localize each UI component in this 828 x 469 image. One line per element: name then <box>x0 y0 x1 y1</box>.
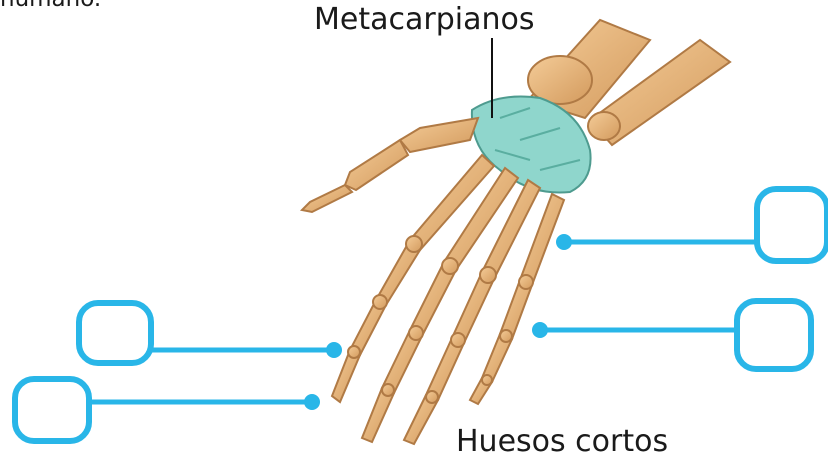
connector-dot-right-lower <box>532 322 548 338</box>
connector-dot-right-upper <box>556 234 572 250</box>
answer-box-right-lower[interactable] <box>734 298 814 372</box>
answer-box-right-upper[interactable] <box>754 186 828 264</box>
answer-box-left-lower[interactable] <box>12 376 92 444</box>
header-text-fragment: humano. <box>0 0 101 12</box>
metacarpianos-label: Metacarpianos <box>314 2 534 37</box>
answer-box-left-upper[interactable] <box>76 300 154 366</box>
huesos-cortos-label: Huesos cortos <box>456 424 668 459</box>
connector-dot-left-lower <box>304 394 320 410</box>
connector-dot-left-upper <box>326 342 342 358</box>
finger-bones <box>332 155 564 444</box>
